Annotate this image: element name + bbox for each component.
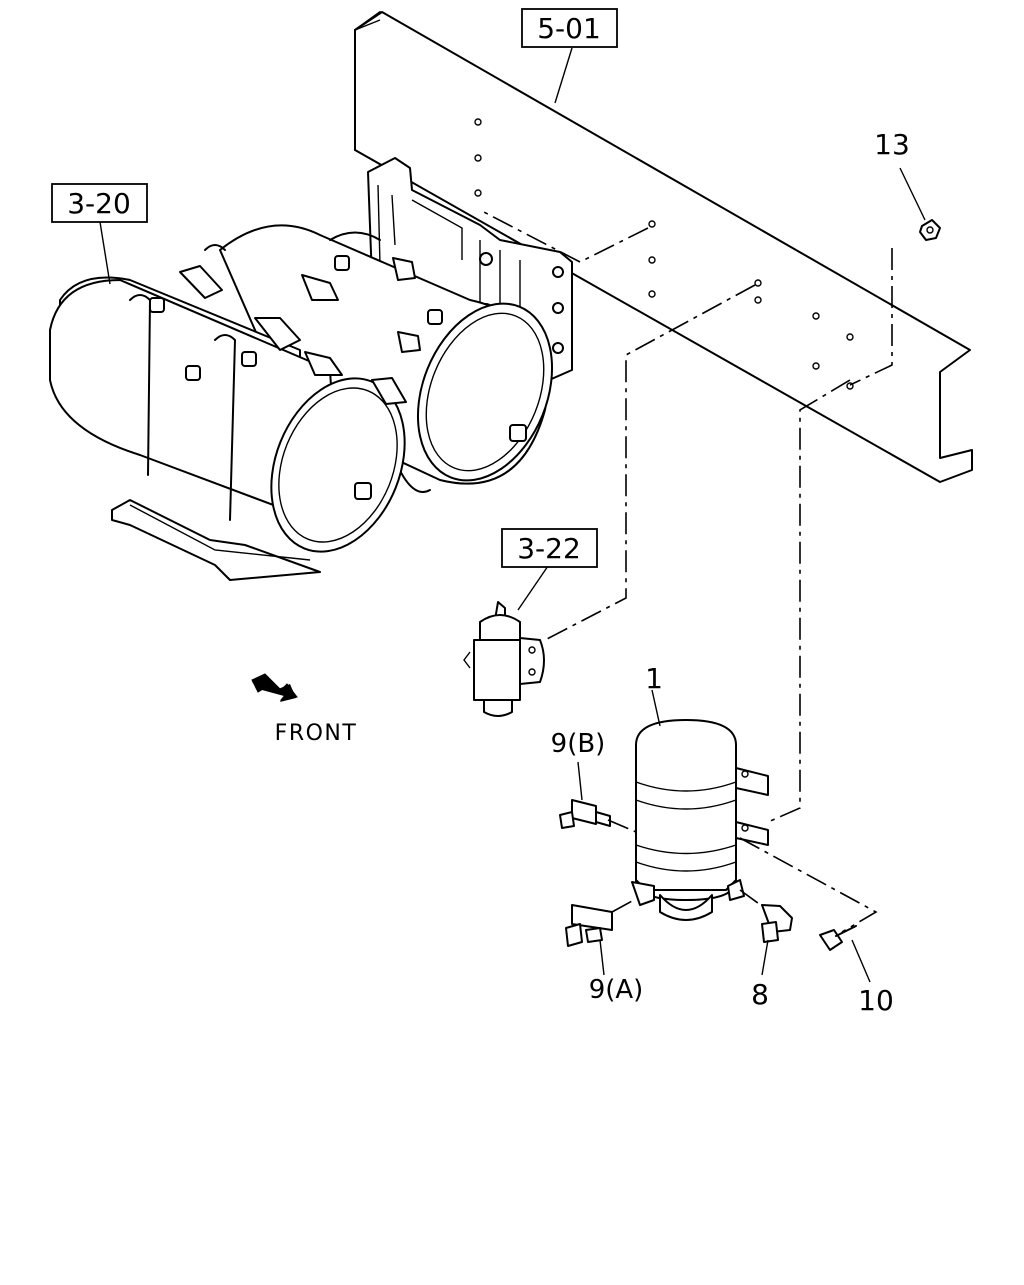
front-direction-arrow-icon — [251, 673, 298, 702]
tank-fittings — [149, 255, 527, 500]
air-dryer — [631, 719, 769, 921]
callout-8: 8 — [751, 978, 769, 1011]
assembly-lines — [479, 209, 893, 933]
nut-13 — [919, 219, 941, 241]
callout-1: 1 — [645, 662, 663, 695]
callout-9b: 9(B) — [551, 729, 606, 759]
fitting-8 — [761, 904, 793, 943]
fitting-9b — [559, 799, 611, 829]
frame-holes — [474, 118, 854, 390]
pressure-valve — [463, 601, 545, 717]
callout-13: 13 — [874, 128, 910, 161]
callout-9a: 9(A) — [589, 975, 644, 1005]
front-label: FRONT — [275, 721, 358, 746]
fitting-9a — [565, 904, 613, 947]
air-tanks — [49, 224, 554, 581]
ref-label-tanks: 3-20 — [51, 183, 148, 223]
ref-label-frame: 5-01 — [521, 8, 618, 48]
svg-text:5-01: 5-01 — [537, 12, 601, 45]
frame-rail — [354, 11, 973, 483]
svg-text:3-22: 3-22 — [517, 532, 581, 565]
bolt-10 — [819, 925, 857, 951]
leader-lines — [99, 47, 926, 983]
callout-10: 10 — [858, 984, 894, 1017]
svg-text:3-20: 3-20 — [67, 187, 131, 220]
ref-label-valve: 3-22 — [501, 528, 598, 568]
